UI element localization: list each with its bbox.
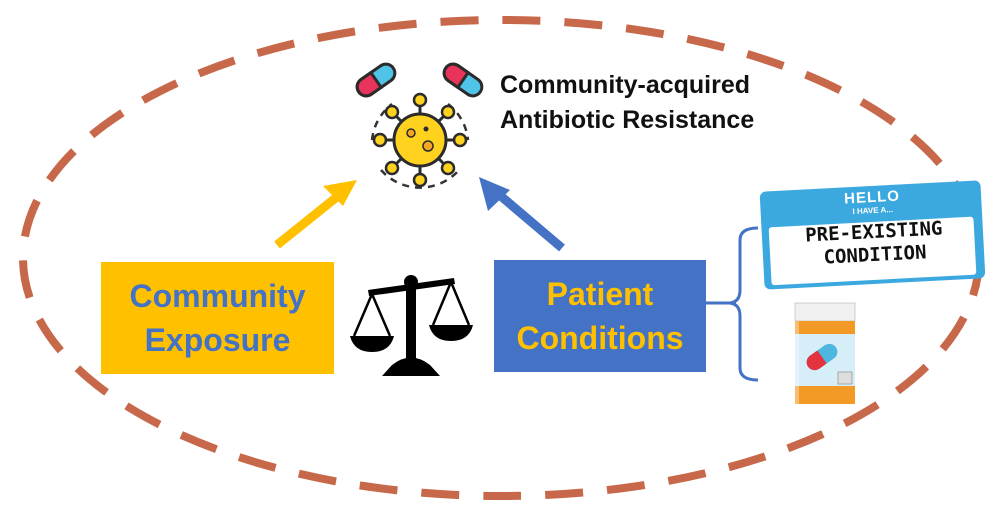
capsule-left-icon bbox=[355, 62, 397, 98]
patient-box-line-2: Conditions bbox=[516, 320, 684, 356]
patient-box-line-1: Patient bbox=[546, 276, 654, 312]
patient-box-bg bbox=[494, 260, 706, 372]
community-exposure-box: Community Exposure bbox=[101, 262, 334, 374]
balance-scale-icon bbox=[350, 275, 473, 376]
name-tag-text: HELLO I HAVE A... PRE-EXISTING CONDITION bbox=[766, 185, 982, 286]
name-tag-image bbox=[759, 180, 986, 290]
diagram-title: Community-acquired Antibiotic Resistance bbox=[500, 68, 800, 138]
patient-conditions-box: Patient Conditions bbox=[494, 260, 706, 372]
title-line-1: Community-acquired bbox=[500, 71, 751, 99]
bracket-connector bbox=[706, 226, 759, 382]
community-box-bg bbox=[101, 262, 334, 374]
capsule-right-icon bbox=[442, 62, 484, 98]
title-line-2: Antibiotic Resistance bbox=[500, 106, 755, 134]
bacteria-icon bbox=[370, 92, 470, 189]
pill-bottle-icon bbox=[794, 302, 856, 404]
patient-arrow bbox=[479, 177, 565, 252]
community-arrow bbox=[274, 180, 357, 249]
community-box-line-1: Community bbox=[129, 278, 306, 314]
community-box-line-2: Exposure bbox=[144, 322, 291, 358]
